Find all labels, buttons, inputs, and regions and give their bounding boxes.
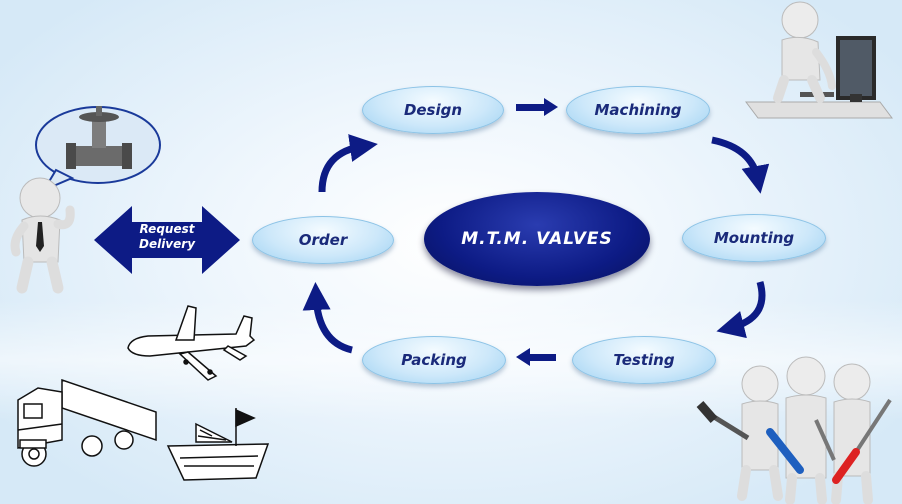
step-machining: Machining (566, 86, 710, 134)
arrow-order-to-design (318, 134, 378, 193)
step-testing-label: Testing (613, 351, 675, 369)
request-delivery-double-arrow (94, 206, 240, 274)
arrow-machining-to-mounting (711, 136, 770, 194)
customer-figure-icon (10, 177, 75, 294)
step-design-label: Design (403, 101, 463, 119)
arrow-design-to-machining (516, 98, 558, 116)
step-packing: Packing (362, 336, 506, 384)
arrow-testing-to-packing (516, 348, 556, 366)
step-order: Order (252, 216, 394, 264)
valve-speech-bubble (35, 106, 161, 193)
step-packing-label: Packing (401, 351, 467, 369)
request-delivery-label: Request Delivery (125, 222, 209, 252)
step-design: Design (362, 86, 504, 134)
valve-icon (66, 106, 132, 169)
request-label: Request (139, 222, 195, 236)
truck-icon (17, 378, 157, 467)
step-order-label: Order (298, 231, 348, 249)
workers-tools-icon (696, 356, 892, 504)
airplane-icon (127, 305, 256, 381)
center-company-label: M.T.M. VALVES (424, 192, 650, 286)
delivery-label: Delivery (138, 237, 196, 251)
computer-worker-icon (745, 1, 893, 119)
step-machining-label: Machining (594, 101, 682, 119)
step-mounting-label: Mounting (713, 229, 795, 247)
step-mounting: Mounting (682, 214, 826, 262)
ship-icon (166, 408, 270, 481)
center-label-text: M.T.M. VALVES (461, 229, 613, 249)
arrow-mounting-to-testing (716, 281, 766, 339)
step-testing: Testing (572, 336, 716, 384)
arrow-packing-to-order (302, 282, 353, 354)
